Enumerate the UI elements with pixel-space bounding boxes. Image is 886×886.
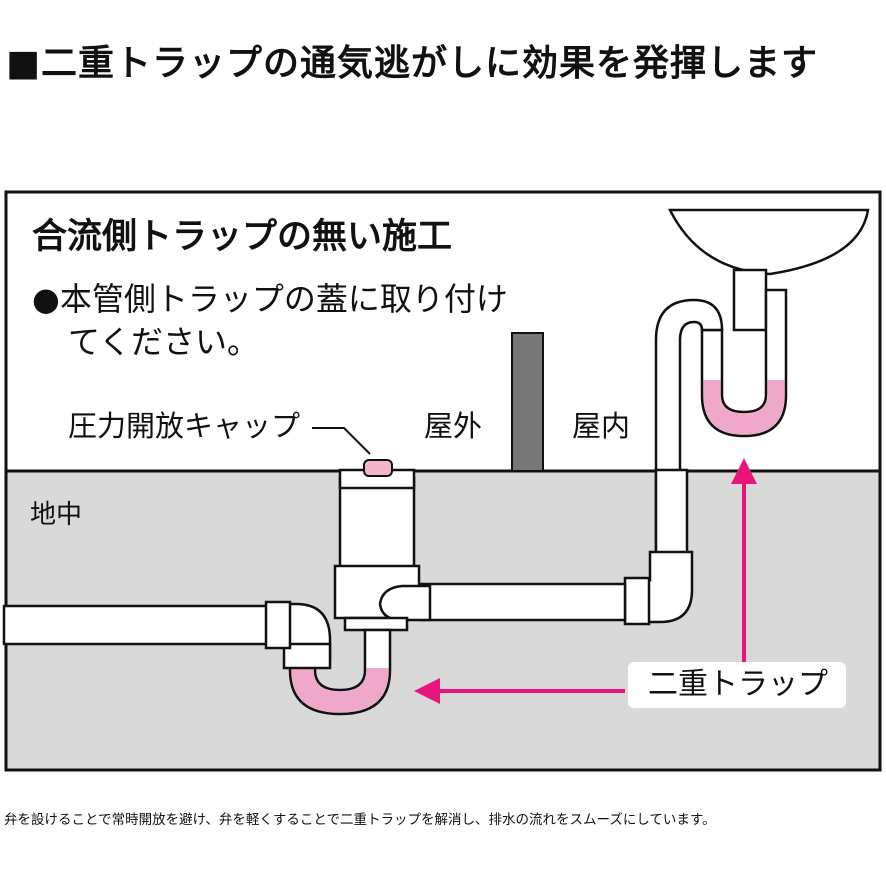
branch-inlet [378,584,432,622]
trap-box-upper [338,476,416,570]
sink-tailpiece [732,268,768,332]
indoor-drain-pipe [654,468,689,562]
underground-label: 地中 [30,500,83,530]
trap-box-neck [343,616,409,632]
pressure-cap-label: 圧力開放キャップ [68,409,301,443]
caption: 弁を設けることで常時開放を避け、弁を軽くすることで二重トラップを解消し、排水の流… [4,812,716,828]
indoor-trap-water [703,380,785,435]
outdoor-label: 屋外 [424,409,483,443]
double-trap-label-box [628,662,846,708]
page-title: ■二重トラップの通気逃がしに効果を発揮します [6,43,819,84]
double-trap-label: 二重トラップ [648,667,828,702]
arrow-up-head [731,458,757,484]
branch-drain-pipe [418,582,627,622]
building-wall [511,332,544,472]
main-trap-water [291,668,389,713]
main-pipe [2,604,272,646]
pressure-relief-cap [363,459,393,477]
main-pipe-socket [264,600,292,650]
arrow-left-head [414,678,440,704]
indoor-trap [700,288,788,438]
install-note-line1: ●本管側トラップの蓋に取り付け [32,280,508,318]
washbasin [667,208,870,276]
install-note-line2: てください。 [68,323,260,361]
indoor-label: 屋内 [572,409,631,443]
panel-heading: 合流側トラップの無い施工 [32,217,453,257]
cap-leader-line [312,427,371,455]
elbow-socket [623,576,651,626]
main-trap-socket [282,642,332,670]
